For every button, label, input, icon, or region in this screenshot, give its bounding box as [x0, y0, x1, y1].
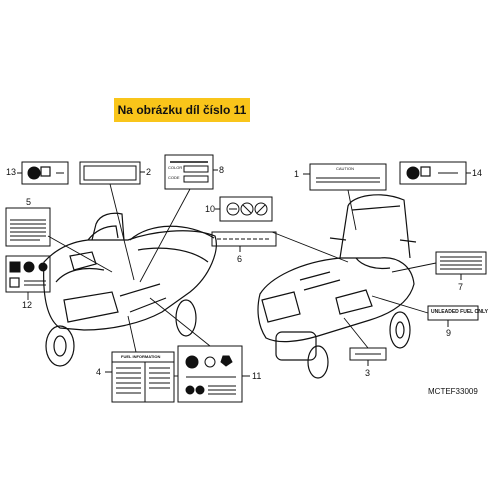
label-9-text: UNLEADED FUEL ONLY — [431, 309, 488, 315]
label-3 — [349, 347, 387, 361]
label-8-color-text: COLOR — [168, 165, 183, 170]
callout-14: 14 — [472, 168, 483, 178]
callout-7: 7 — [458, 282, 464, 292]
callout-11: 11 — [252, 371, 262, 381]
callout-10: 10 — [205, 204, 216, 214]
label-5-caution — [5, 207, 51, 247]
label-2 — [79, 161, 141, 185]
label-14-icons — [399, 161, 467, 185]
label-1-caution-text: CAUTION — [336, 166, 354, 171]
callout-2: 2 — [146, 167, 152, 177]
callout-5: 5 — [26, 197, 32, 207]
label-7 — [435, 251, 487, 275]
label-8-code-text: CODE — [168, 175, 180, 180]
label-8-color-code — [164, 154, 214, 190]
label-4-title: FUEL INFORMATION — [121, 354, 161, 359]
label-4-fuel-info — [111, 351, 175, 403]
label-6-strip — [211, 231, 277, 247]
callout-3: 3 — [365, 368, 371, 378]
callout-13: 13 — [6, 167, 17, 177]
leader-lines — [27, 183, 437, 377]
label-11-pictograms — [177, 345, 243, 403]
label-13-icons — [21, 161, 69, 185]
callout-4: 4 — [96, 367, 102, 377]
part-banner: Na obrázku díl číslo 11 — [114, 98, 250, 122]
scooter-rear-view — [257, 194, 417, 379]
scooter-front-view — [43, 212, 217, 367]
callout-1: 1 — [294, 169, 300, 179]
label-10-icons — [219, 196, 273, 222]
callout-6: 6 — [237, 254, 243, 264]
callout-9: 9 — [446, 328, 452, 338]
callout-12: 12 — [22, 300, 33, 310]
reference-code: MCTEF33009 — [428, 387, 478, 396]
callout-8: 8 — [219, 165, 225, 175]
